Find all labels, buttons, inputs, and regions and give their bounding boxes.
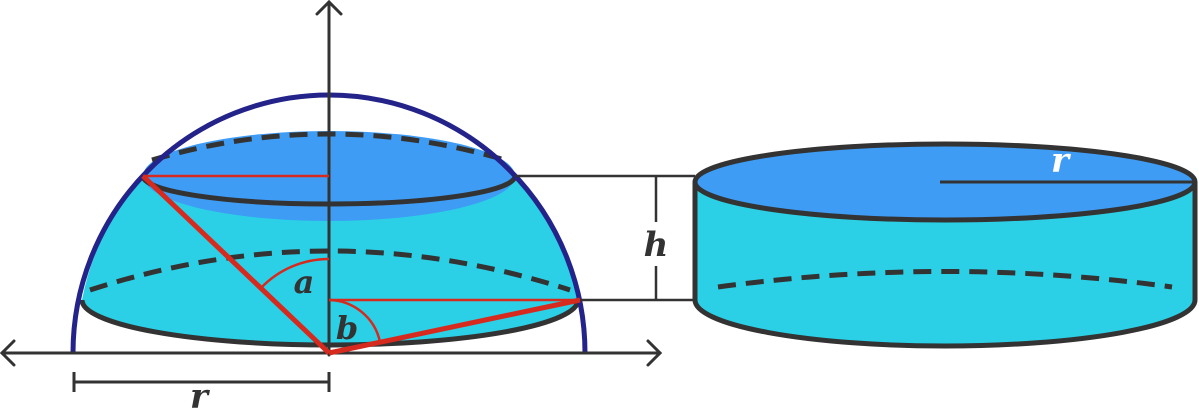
horizontal-axis-arrow-right: [646, 339, 663, 367]
radius-bottom-label: r: [190, 377, 210, 411]
zone-bottom-back-edge: [89, 248, 571, 293]
angle-a-label: a: [294, 263, 315, 301]
angle-a-arc: [260, 257, 330, 289]
radius-cylinder-label: r: [1051, 141, 1071, 181]
cylinder-body: [695, 182, 1195, 346]
vertical-axis-arrow: [315, 0, 343, 16]
triangle-a-line: [141, 174, 331, 355]
red-construction: [141, 174, 581, 356]
horizontal-axis-arrow-left: [0, 339, 16, 367]
height-dimension: [515, 174, 695, 302]
angle-b-label: b: [336, 309, 358, 347]
height-label: h: [644, 225, 669, 265]
cylinder: [692, 141, 1198, 349]
angle-b-arc: [328, 298, 382, 343]
radius-dimension: [72, 372, 331, 392]
triangle-b-line: [328, 297, 581, 356]
cylinder-outline: [692, 182, 1198, 349]
cylinder-bottom-back-edge: [717, 269, 1173, 290]
